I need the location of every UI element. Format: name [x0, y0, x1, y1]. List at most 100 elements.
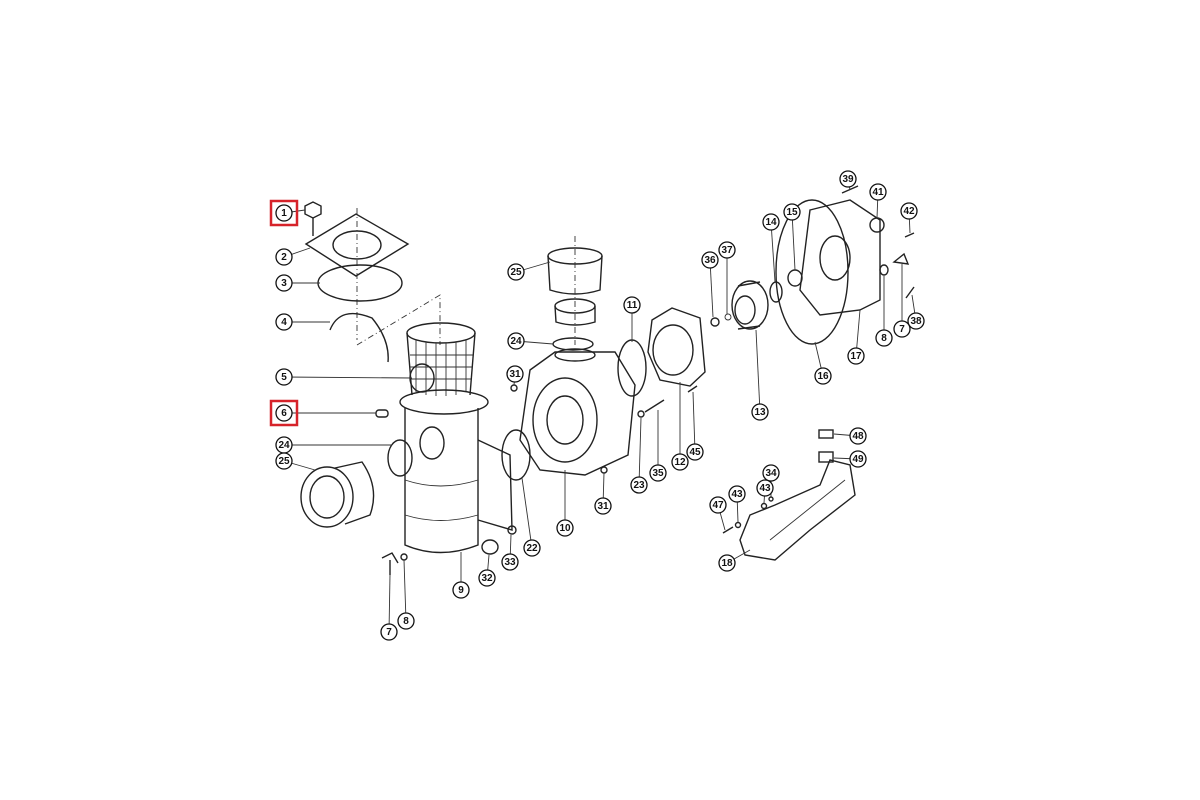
part-screw-35 [637, 399, 665, 418]
callout-part-41: 41 [869, 183, 887, 201]
callout-part-17: 17 [847, 347, 865, 365]
callout-part-22: 22 [523, 539, 541, 557]
callout-part-48: 48 [849, 427, 867, 445]
callout-circle [728, 485, 746, 503]
callout-number: 6 [281, 408, 287, 419]
leader-line [403, 559, 407, 622]
callout-part-24: 24 [275, 436, 293, 454]
callout-number: 24 [278, 440, 290, 451]
callout-number: 37 [721, 245, 733, 256]
callout-number: 3 [281, 278, 287, 289]
callout-number: 18 [721, 558, 733, 569]
callout-number: 34 [765, 468, 777, 479]
callout-circle [506, 365, 524, 383]
callout-circle [523, 539, 541, 557]
callout-circle [397, 612, 415, 630]
callout-part-31: 31 [506, 365, 524, 383]
callout-number: 45 [689, 447, 701, 458]
part-6-pin [375, 409, 389, 418]
callout-circle [718, 554, 736, 572]
part-top-union [547, 236, 603, 345]
callout-circle [762, 464, 780, 482]
callout-number: 25 [510, 267, 522, 278]
part-seal-plate [799, 199, 881, 316]
callout-circle [762, 213, 780, 231]
part-37 [724, 313, 732, 321]
part-pump-housing [519, 348, 636, 476]
callout-part-49: 49 [849, 450, 867, 468]
callout-circle [907, 312, 925, 330]
part-strainer-basket [406, 322, 476, 396]
callout-circle [686, 443, 704, 461]
callout-circle [671, 453, 689, 471]
callout-part-3: 3 [275, 274, 293, 292]
part-clamp [329, 312, 389, 363]
callout-circle [275, 204, 293, 222]
callout-number: 15 [786, 207, 798, 218]
callout-circle [275, 248, 293, 266]
callout-part-43: 43 [728, 485, 746, 503]
callout-number: 31 [597, 501, 609, 512]
callout-part-1: 1 [275, 204, 293, 222]
callout-number: 35 [652, 468, 664, 479]
leader-line [283, 376, 413, 379]
callout-circle [623, 296, 641, 314]
callout-circle [452, 581, 470, 599]
part-32 [481, 539, 499, 555]
callout-number: 17 [850, 351, 862, 362]
leader-line [791, 211, 796, 271]
part-union-nut [300, 461, 375, 528]
callout-number: 12 [674, 457, 686, 468]
callout-number: 13 [754, 407, 766, 418]
part-top-oring [552, 337, 594, 351]
callout-number: 9 [458, 585, 464, 596]
callout-number: 41 [872, 187, 884, 198]
callout-circle [649, 464, 667, 482]
callout-number: 31 [509, 369, 521, 380]
part-union-oring [387, 439, 413, 477]
callout-part-45: 45 [686, 443, 704, 461]
callout-circle [718, 241, 736, 259]
leader-line [388, 574, 391, 633]
part-oring-16 [775, 199, 849, 345]
callout-number: 7 [899, 324, 905, 335]
callout-number: 14 [765, 217, 777, 228]
callout-part-23: 23 [630, 476, 648, 494]
callout-number: 47 [712, 500, 724, 511]
callout-circle [709, 496, 727, 514]
callout-part-32: 32 [478, 569, 496, 587]
leader-line [709, 259, 714, 318]
callout-part-13: 13 [751, 403, 769, 421]
callout-part-33: 33 [501, 553, 519, 571]
part-motor-base [739, 459, 856, 561]
leader-line [755, 329, 761, 413]
callout-circle [849, 427, 867, 445]
callout-part-9: 9 [452, 581, 470, 599]
callout-circle [900, 202, 918, 220]
part-gasket-11 [617, 339, 647, 397]
callout-number: 43 [731, 489, 743, 500]
callout-number: 42 [903, 206, 915, 217]
callout-number: 33 [504, 557, 516, 568]
callout-circle [875, 329, 893, 347]
callout-number: 11 [627, 300, 638, 311]
callout-number: 48 [852, 431, 864, 442]
callout-circle [478, 569, 496, 587]
callout-part-16: 16 [814, 367, 832, 385]
callout-part-7: 7 [893, 320, 911, 338]
callout-number: 8 [881, 333, 887, 344]
callout-part-38: 38 [907, 312, 925, 330]
callout-number: 24 [510, 336, 522, 347]
callout-circle [701, 251, 719, 269]
callout-circle [275, 404, 293, 422]
callout-number: 49 [852, 454, 864, 465]
callout-circle [594, 497, 612, 515]
callout-part-25: 25 [275, 452, 293, 470]
callout-circle [501, 553, 519, 571]
callout-part-4: 4 [275, 313, 293, 331]
part-36 [710, 317, 720, 327]
callout-circle [751, 403, 769, 421]
callout-circle [849, 450, 867, 468]
callout-part-12: 12 [671, 453, 689, 471]
callout-circle [507, 263, 525, 281]
